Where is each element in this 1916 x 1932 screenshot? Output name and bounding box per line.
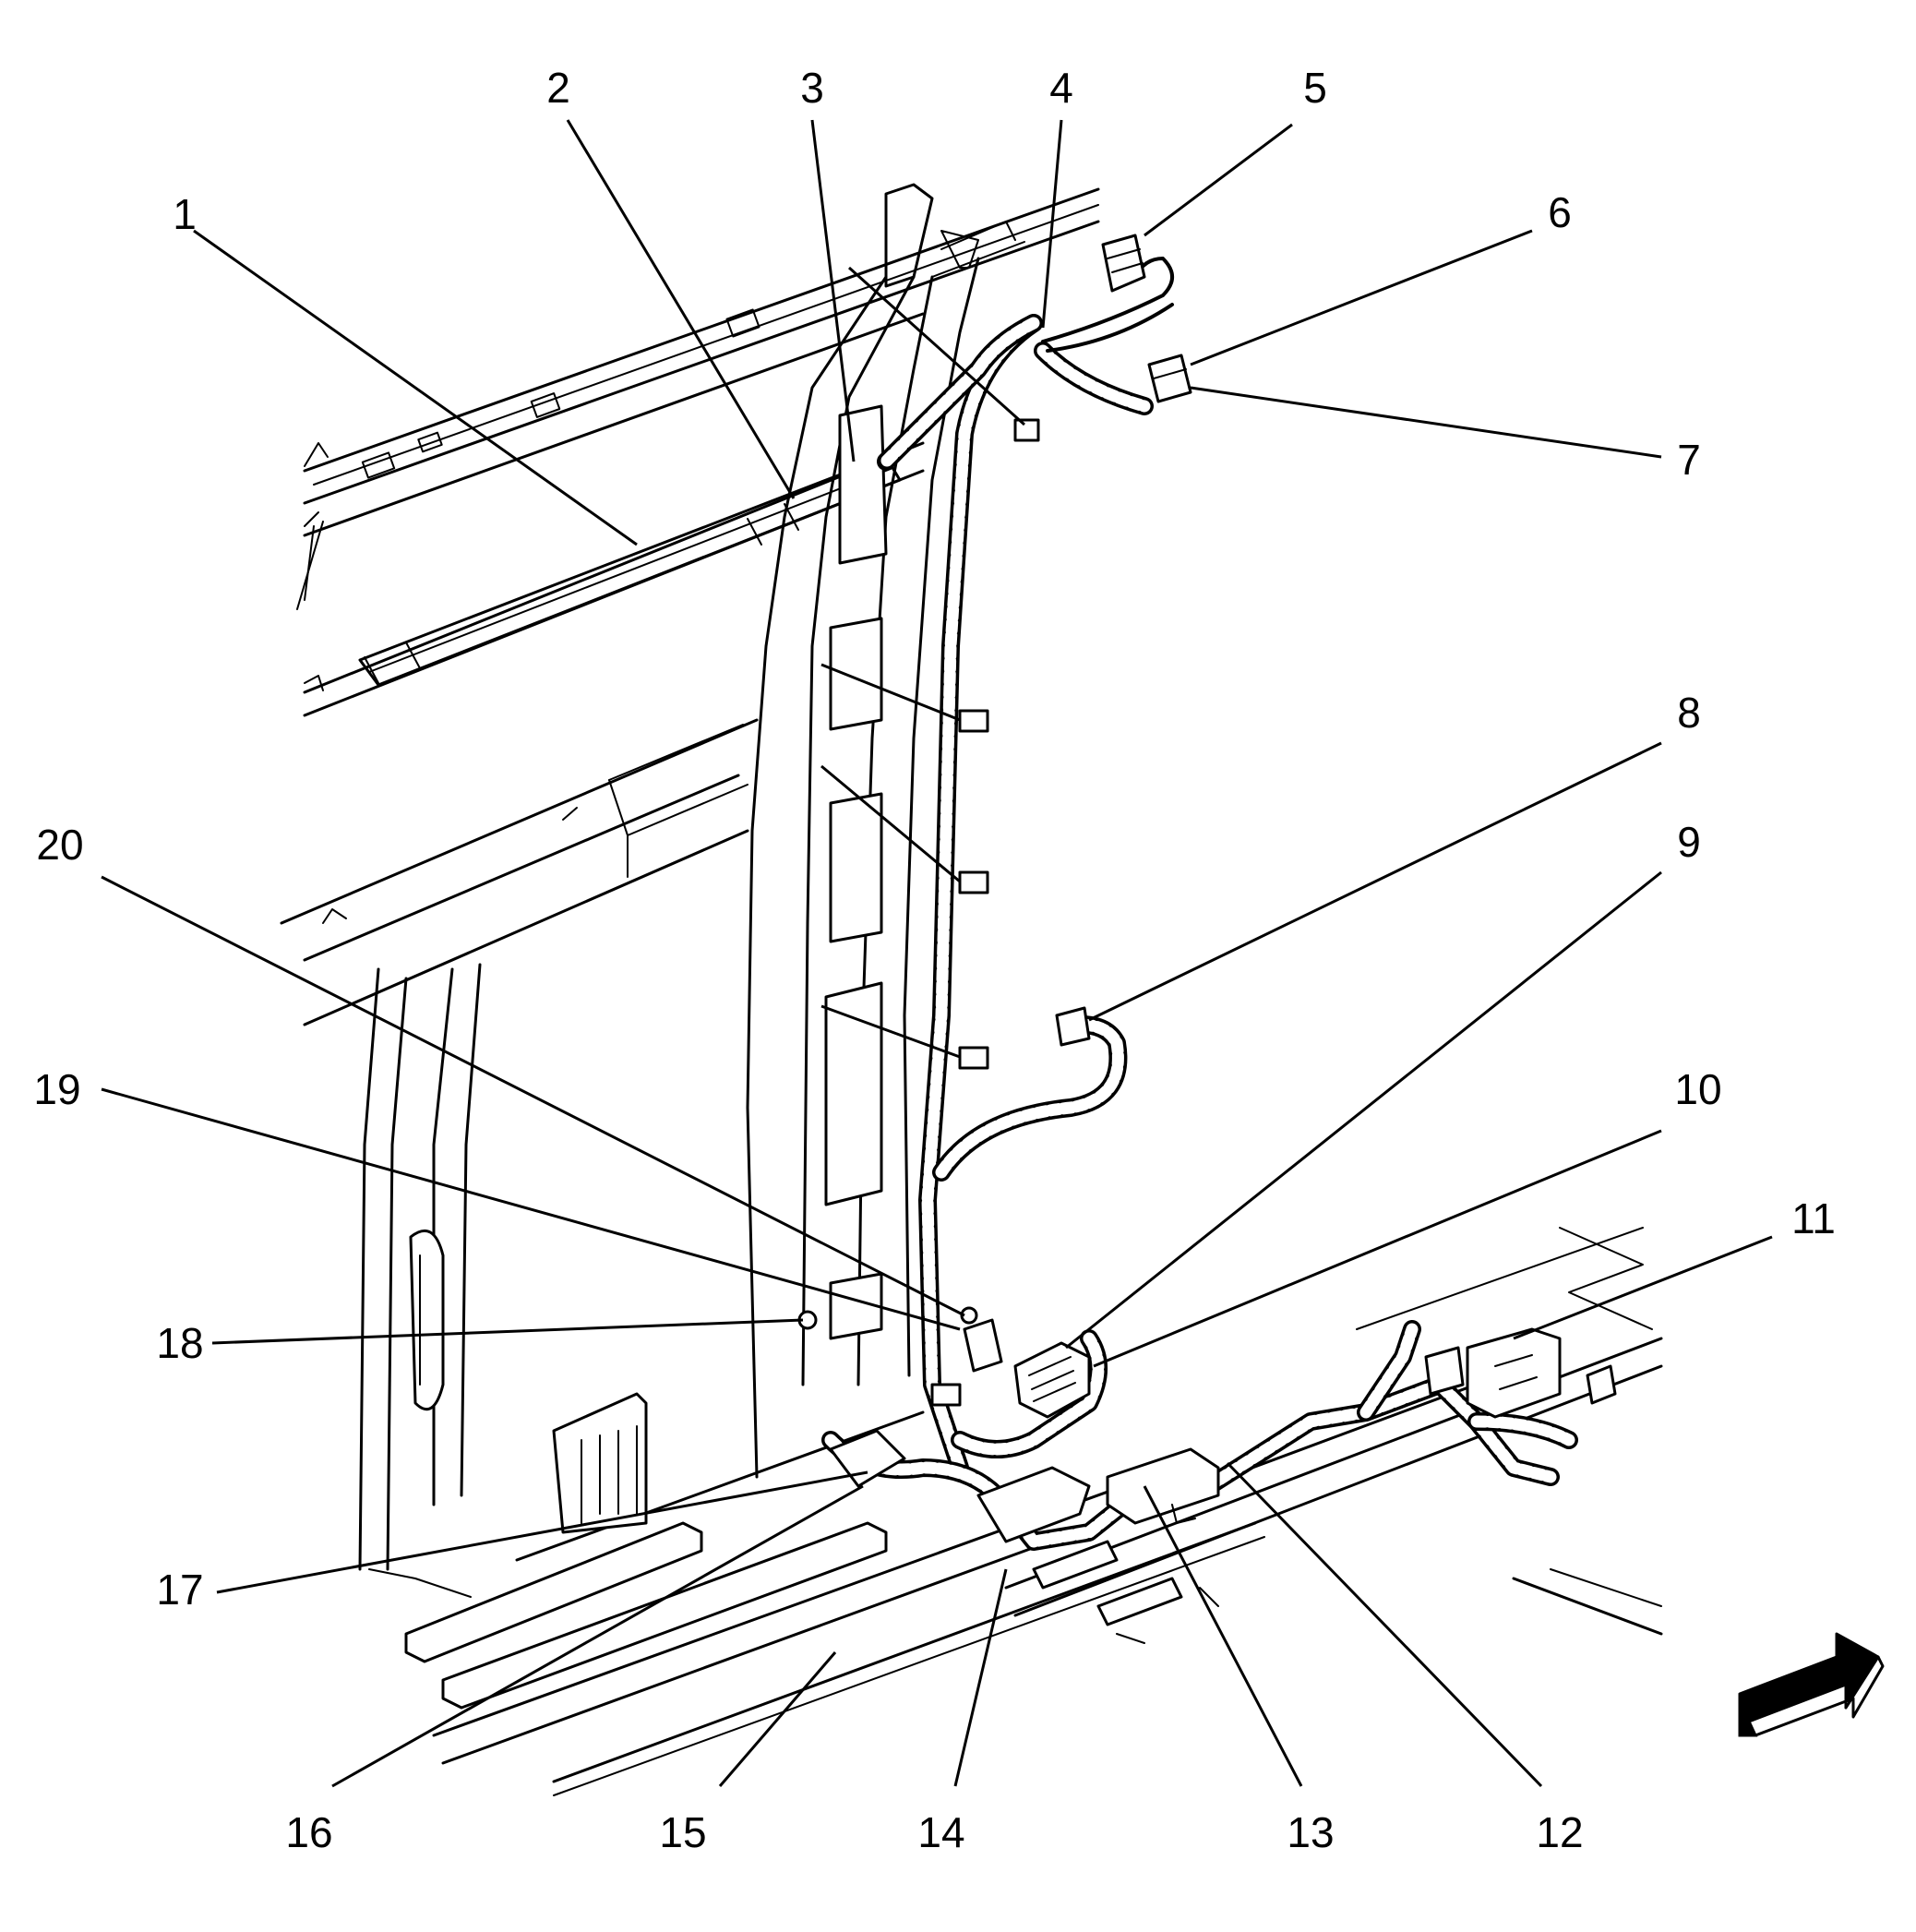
module-11 (1424, 1327, 1617, 1419)
callout-5: 5 (1303, 64, 1327, 112)
leader-lines (101, 119, 1773, 1788)
callout-labels: 1 2 3 4 5 6 7 8 9 10 11 12 13 14 15 16 1… (33, 64, 1835, 1856)
callout-8: 8 (1677, 689, 1701, 737)
callout-16: 16 (285, 1808, 332, 1856)
cross-member (280, 718, 759, 1026)
callout-10: 10 (1674, 1065, 1721, 1113)
callout-12: 12 (1536, 1808, 1583, 1856)
connector-17-16 (829, 1429, 1091, 1543)
callout-1: 1 (173, 190, 197, 238)
connector-9 (1013, 1341, 1091, 1419)
callout-6: 6 (1548, 188, 1572, 236)
callout-2: 2 (546, 64, 570, 112)
callout-11: 11 (1791, 1194, 1836, 1242)
callout-17: 17 (156, 1566, 203, 1614)
module-13 (1106, 1447, 1220, 1525)
connector-6-7 (1147, 354, 1192, 403)
callout-19: 19 (33, 1065, 80, 1113)
harness-clips (930, 418, 1040, 1407)
callout-13: 13 (1287, 1808, 1334, 1856)
rear-door-pillar (358, 963, 482, 1598)
callout-9: 9 (1677, 818, 1701, 866)
connector-8 (1055, 1006, 1091, 1047)
callout-20: 20 (36, 821, 83, 869)
callout-18: 18 (156, 1319, 203, 1367)
rail-trim (303, 441, 925, 717)
callout-15: 15 (659, 1808, 706, 1856)
seat-bracket (552, 1392, 648, 1534)
front-direction-arrow-icon (1738, 1632, 1885, 1737)
callout-14: 14 (917, 1808, 964, 1856)
connector-19 (960, 1306, 1003, 1373)
connector-5 (1101, 234, 1146, 293)
b-pillar (746, 183, 1016, 1479)
callout-4: 4 (1049, 64, 1073, 112)
callout-3: 3 (800, 64, 824, 112)
callout-7: 7 (1677, 436, 1701, 484)
